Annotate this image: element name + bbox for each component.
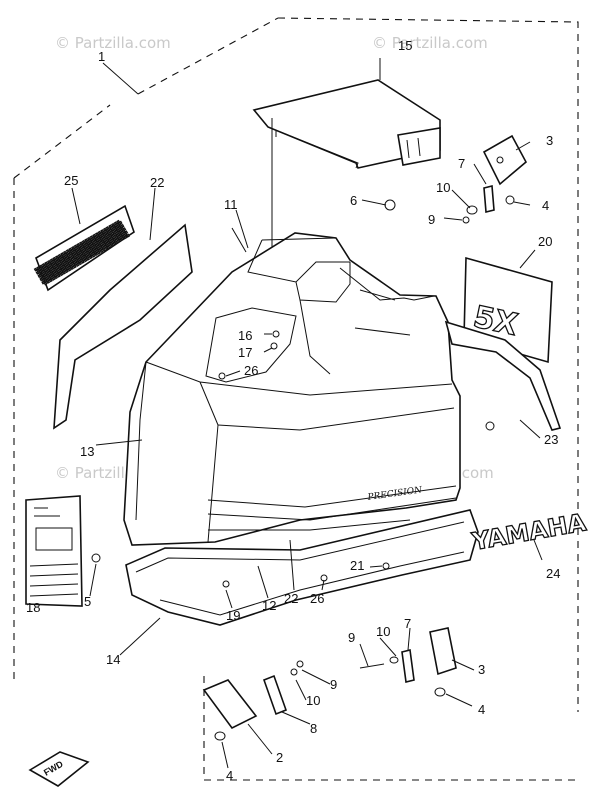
callout-label: 7: [458, 156, 465, 171]
callout-label: 11: [224, 197, 238, 212]
leader-lines: [71, 58, 543, 769]
bottom-cowl: [125, 509, 479, 626]
watermark: © Partzilla.com: [372, 34, 488, 52]
callout-label: 10: [436, 180, 450, 195]
callout-label: 8: [310, 721, 317, 736]
fwd-arrow-icon: FWD: [28, 751, 90, 787]
fasteners: [91, 330, 495, 588]
callout-label: 2: [276, 750, 283, 765]
callout-label: 18: [26, 600, 40, 615]
callout-label: 1: [98, 49, 105, 64]
callout-label: 26: [310, 591, 324, 606]
callout-label: 21: [350, 558, 364, 573]
yamaha-decal-text: YAMAHA: [469, 508, 588, 556]
callout-label: 5: [84, 594, 91, 609]
callout-label: 24: [546, 566, 560, 581]
callout-label: 9: [428, 212, 435, 227]
callout-label: 17: [238, 345, 252, 360]
callout-label: 3: [478, 662, 485, 677]
engine-cowl: PRECISION: [123, 227, 461, 546]
callout-label: 9: [348, 630, 355, 645]
lower-latch-hardware: [202, 627, 457, 741]
callout-label: 16: [238, 328, 252, 343]
callout-label: 22: [150, 175, 164, 190]
callout-label: 10: [376, 624, 390, 639]
callout-label: 3: [546, 133, 553, 148]
callout-label: 25: [64, 173, 78, 188]
callout-label: 19: [226, 608, 240, 623]
callout-label: 22: [284, 591, 298, 606]
callout-label: 4: [542, 198, 549, 213]
upper-latch-hardware: [384, 134, 528, 224]
callout-label: 23: [544, 432, 558, 447]
callout-label: 7: [404, 616, 411, 631]
callout-label: 6: [350, 193, 357, 208]
callout-label: 10: [306, 693, 320, 708]
callouts: 1 15 3 7 6 10 4 9 11 25 22 20 16 17 26 1…: [26, 38, 560, 783]
callout-label: 15: [398, 38, 412, 53]
callout-label: 12: [262, 598, 276, 613]
model-decal: [25, 495, 83, 607]
watermark: © Partzilla.com: [55, 34, 171, 52]
callout-label: 9: [330, 677, 337, 692]
callout-label: 4: [226, 768, 233, 783]
callout-label: 14: [106, 652, 120, 667]
callout-label: 26: [244, 363, 258, 378]
yamaha-decal: YAMAHA: [469, 508, 590, 557]
assembly-outline: [13, 17, 579, 781]
callout-label: 13: [80, 444, 94, 459]
callout-label: 20: [538, 234, 552, 249]
callout-label: 4: [478, 702, 485, 717]
side-stripe: [444, 320, 562, 431]
